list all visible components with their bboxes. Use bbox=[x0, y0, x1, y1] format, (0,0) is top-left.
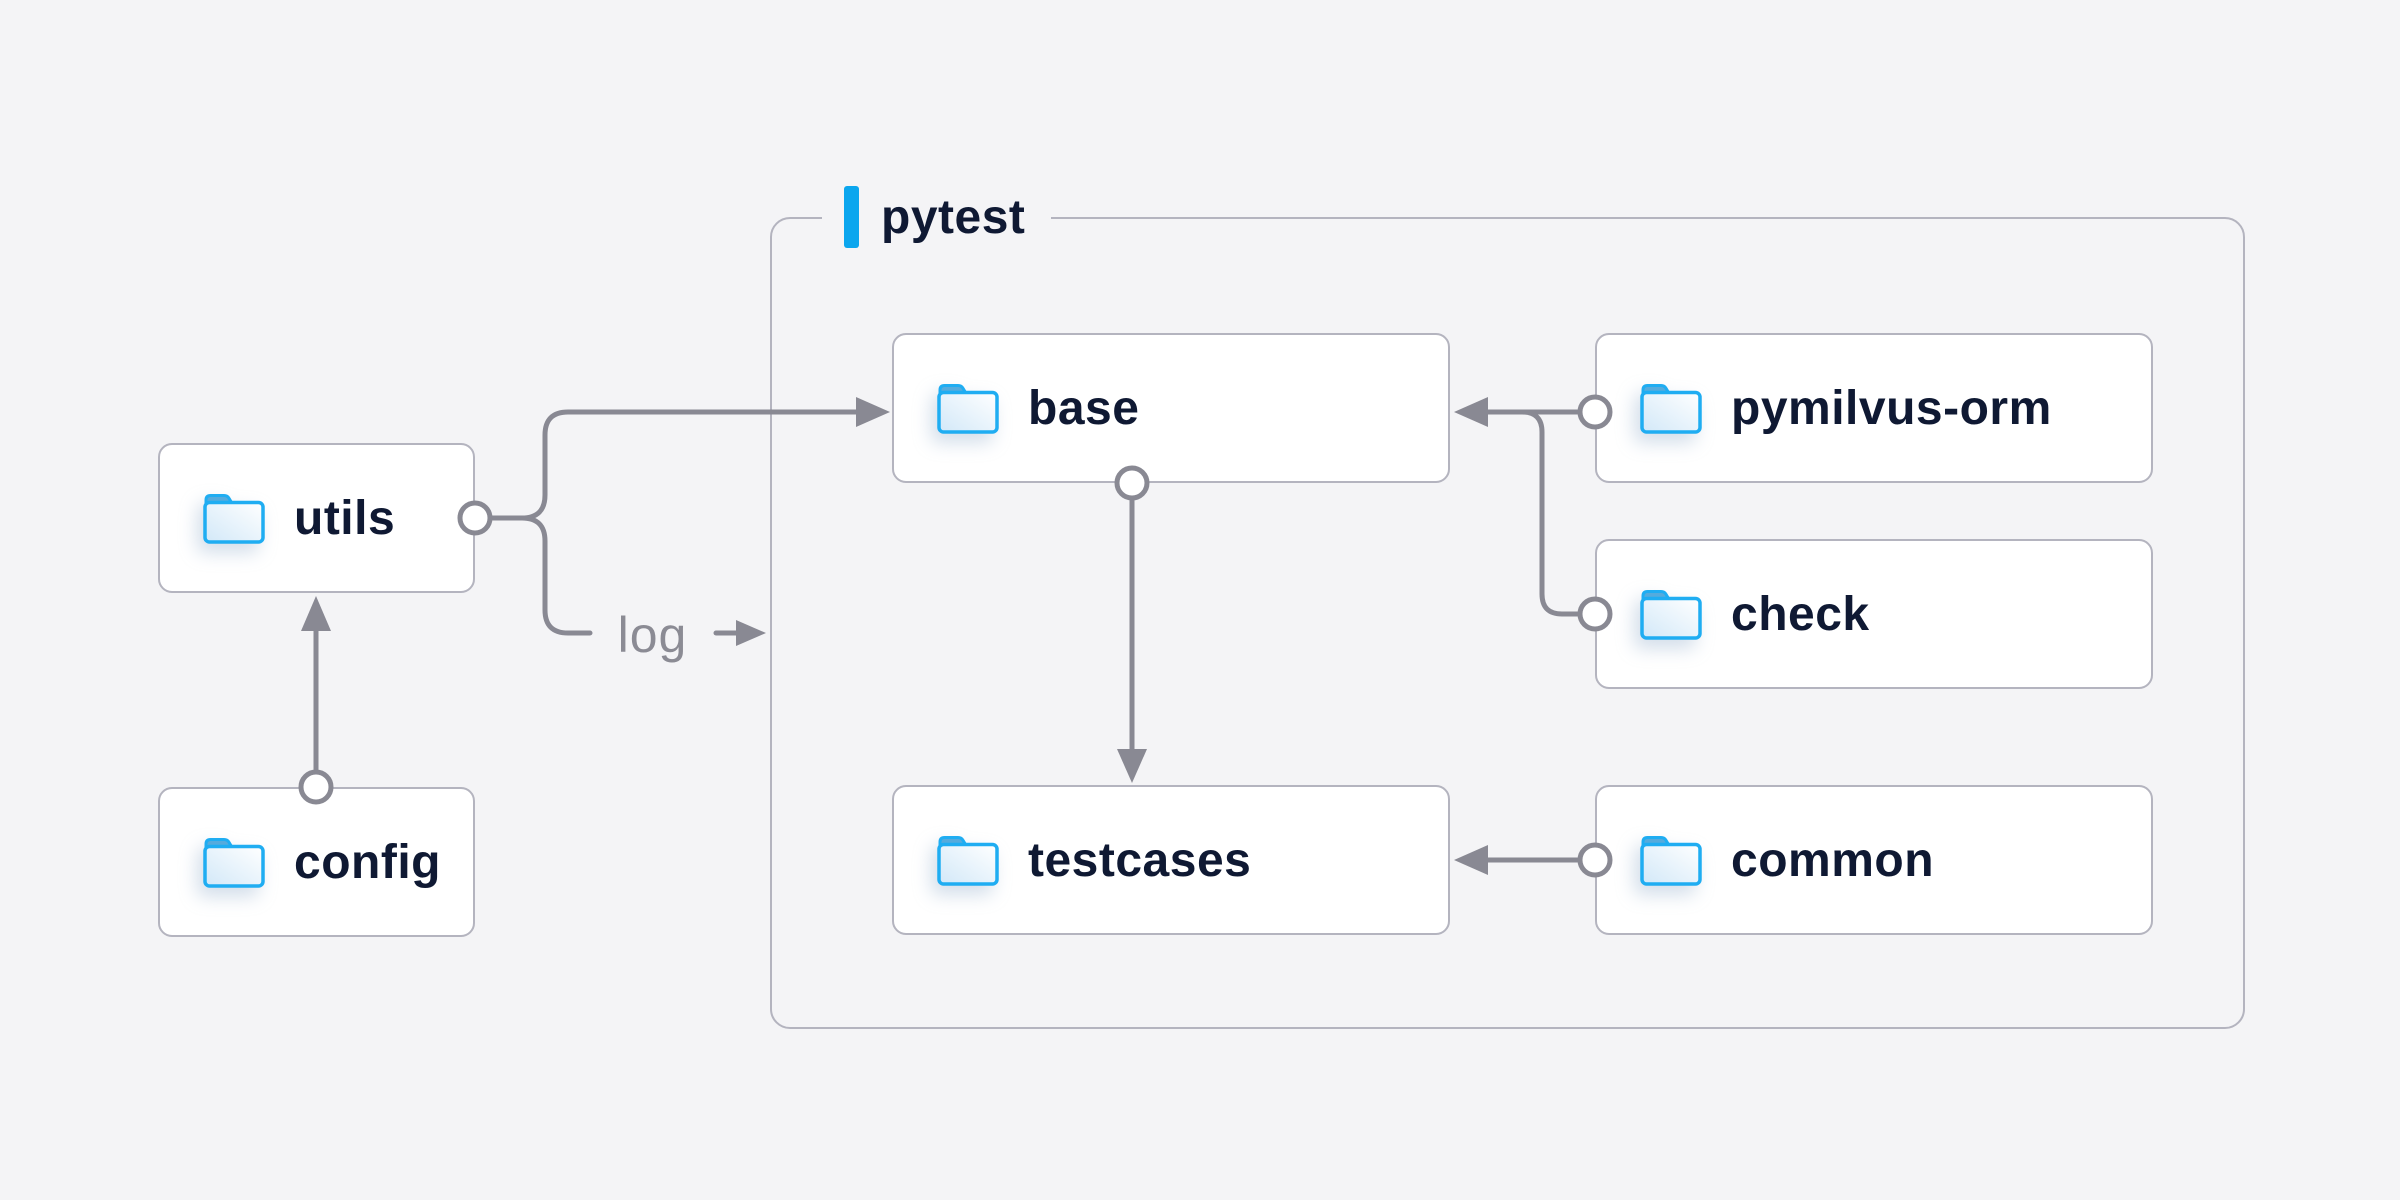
arrowhead-up-utils bbox=[301, 596, 331, 631]
edge-utils-log bbox=[519, 515, 593, 636]
node-utils: utils bbox=[158, 443, 475, 593]
folder-icon bbox=[937, 384, 999, 434]
folder-icon bbox=[1640, 590, 1702, 640]
node-label: utils bbox=[294, 491, 396, 545]
node-label: pymilvus-orm bbox=[1731, 381, 2052, 435]
folder-icon bbox=[203, 838, 265, 888]
folder-icon bbox=[937, 836, 999, 886]
node-label: base bbox=[1028, 381, 1140, 435]
node-common: common bbox=[1595, 785, 2153, 935]
node-pymilvus-orm: pymilvus-orm bbox=[1595, 333, 2153, 483]
folder-icon bbox=[1640, 836, 1702, 886]
node-base: base bbox=[892, 333, 1450, 483]
node-check: check bbox=[1595, 539, 2153, 689]
node-label: testcases bbox=[1028, 833, 1252, 887]
node-testcases: testcases bbox=[892, 785, 1450, 935]
arrowhead-right-pytest bbox=[736, 620, 766, 646]
folder-icon bbox=[203, 494, 265, 544]
folder-icon bbox=[1640, 384, 1702, 434]
pytest-group-label: pytest bbox=[822, 183, 1052, 251]
pytest-group-label-text: pytest bbox=[881, 190, 1026, 244]
node-label: common bbox=[1731, 833, 1935, 887]
pytest-group-box bbox=[770, 217, 2245, 1029]
accent-bar bbox=[844, 186, 859, 248]
node-config: config bbox=[158, 787, 475, 937]
edge-label-log: log bbox=[617, 607, 688, 663]
node-label: check bbox=[1731, 587, 1870, 641]
node-label: config bbox=[294, 835, 441, 889]
